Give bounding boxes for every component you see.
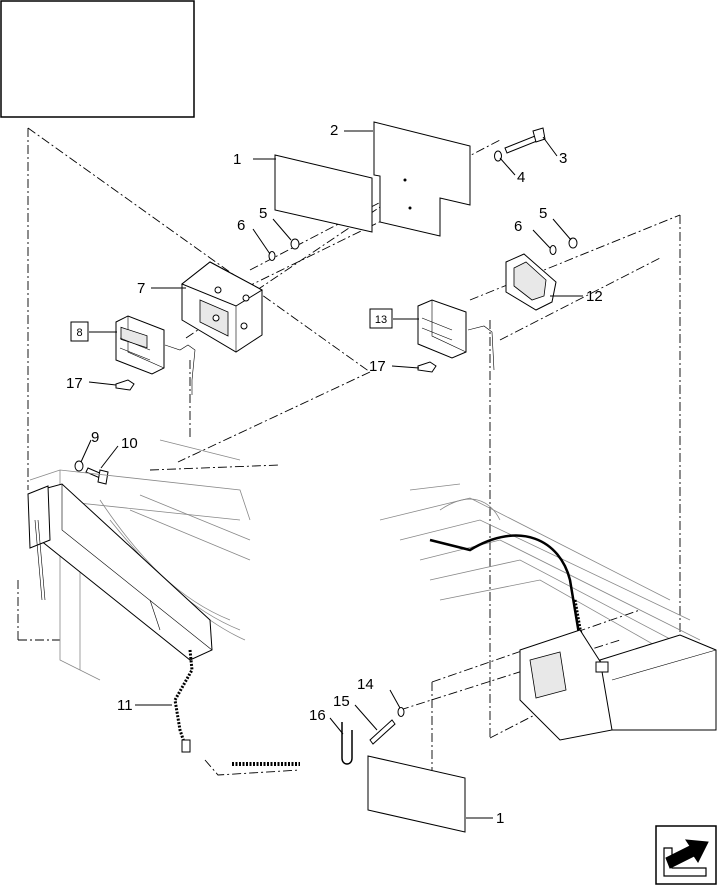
- callout-17-left: 17: [66, 375, 83, 392]
- washer-6-left: [268, 251, 276, 261]
- callout-6-right: 6: [514, 218, 522, 235]
- clip-16: [341, 722, 353, 765]
- callout-6-left: 6: [237, 217, 245, 234]
- title-block: [0, 0, 195, 118]
- reflector-plate-upper: [274, 154, 373, 233]
- callout-7: 7: [137, 280, 145, 297]
- callout-11: 11: [117, 697, 133, 714]
- bolt-10: [85, 467, 109, 485]
- callout-5-right: 5: [539, 205, 547, 222]
- callout-1-lower: 1: [496, 810, 504, 827]
- callout-16: 16: [309, 707, 326, 724]
- callout-4: 4: [517, 169, 525, 186]
- callout-12: 12: [586, 288, 603, 305]
- callout-5-left: 5: [259, 205, 267, 222]
- callout-17-right: 17: [369, 358, 386, 375]
- harness-11: [173, 649, 300, 766]
- bolt-3: [504, 127, 546, 154]
- callouts: 1 2 3 4 5 6 7 8 17 9 10 11 5 6 12 13 17 …: [66, 122, 603, 827]
- lamp-housing-7: [181, 261, 264, 353]
- nut-14: [397, 707, 405, 717]
- next-page-arrow-icon[interactable]: [655, 825, 717, 885]
- callout-15: 15: [333, 693, 350, 710]
- callout-9: 9: [91, 429, 99, 446]
- bolt-15: [369, 719, 396, 745]
- washer-9: [74, 460, 84, 472]
- callout-8-box: [70, 321, 89, 342]
- mounting-plate: [373, 121, 471, 237]
- bezel-12: [505, 253, 557, 311]
- callout-13-box: [369, 308, 393, 329]
- reflector-plate-lower: [367, 755, 466, 833]
- nut-5-right: [568, 237, 578, 249]
- leader-lines: [80, 130, 583, 819]
- callout-10: 10: [121, 435, 138, 452]
- callout-14: 14: [357, 676, 374, 693]
- washer-4: [494, 150, 502, 162]
- lamp-8: [115, 315, 196, 395]
- callout-8: 8: [76, 327, 82, 339]
- callout-13: 13: [375, 314, 387, 326]
- left-frame-structure: [27, 439, 251, 681]
- lamp-13: [417, 299, 495, 371]
- callout-1-upper: 1: [233, 151, 241, 168]
- callout-3: 3: [559, 150, 567, 167]
- nut-5-left: [290, 238, 300, 250]
- right-frame-structure: [379, 483, 717, 741]
- bulb-17-left: [115, 379, 135, 391]
- callout-2: 2: [330, 122, 338, 139]
- bulb-17-right: [417, 361, 437, 373]
- washer-6-right: [549, 245, 557, 255]
